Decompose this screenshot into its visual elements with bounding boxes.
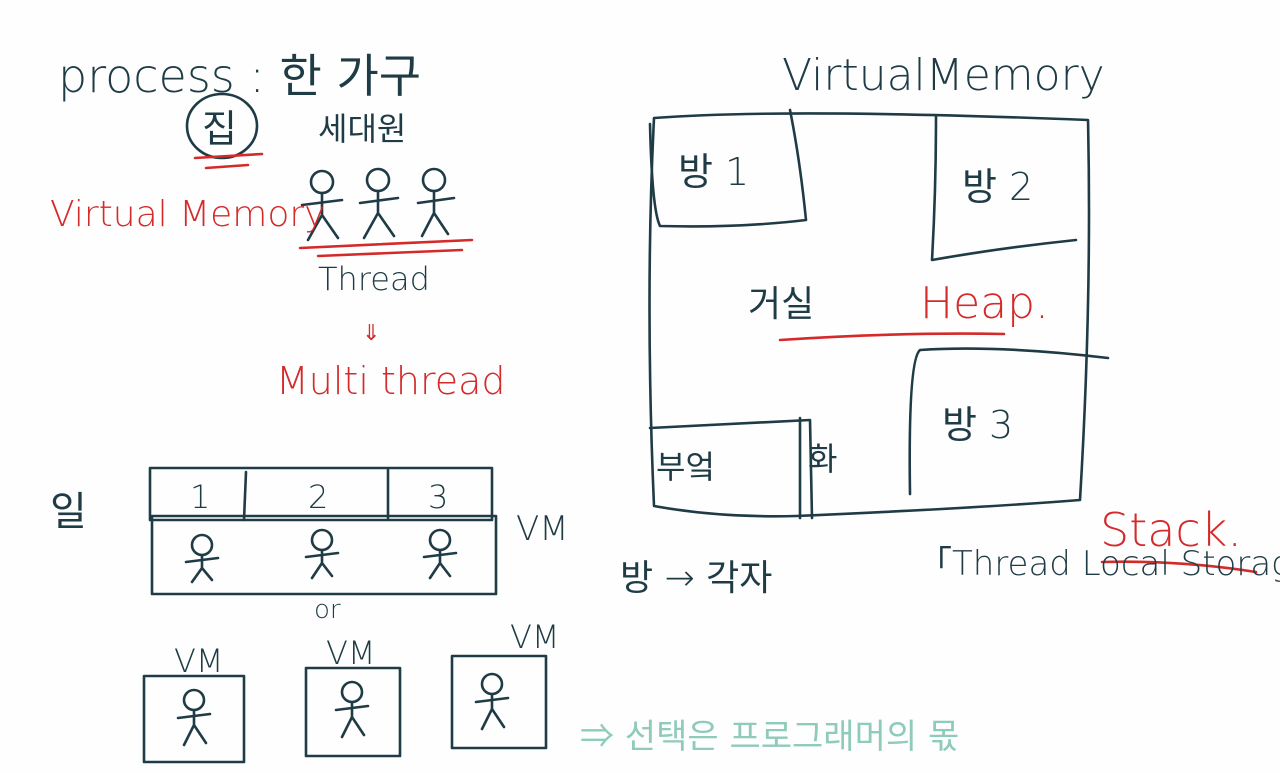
thread-underline [298, 238, 474, 258]
shared-vm-box [150, 514, 498, 596]
kitchen-label: 부엌 [656, 448, 715, 486]
task-row [148, 466, 494, 522]
conclusion-label: ⇒ 선택은 프로그래머의 몫 [580, 717, 959, 757]
vm-label-1: VM [174, 642, 224, 680]
room3-label: 방 3 [942, 403, 1013, 447]
heap-label: Heap. [920, 278, 1049, 329]
room1-label: 방 1 [678, 150, 749, 194]
tls-label: 「Thread Local Storage」 [918, 544, 1280, 584]
task-dividers [242, 468, 390, 522]
toilet-label: 화 [808, 440, 837, 478]
arrow-down-mark: ⇓ [362, 321, 380, 346]
house-underline [193, 152, 264, 170]
virtual-memory-left-label: Virtual Memory [50, 194, 325, 235]
stack-underline [1100, 560, 1258, 574]
task-cell-2: 2 [308, 478, 328, 516]
heap-underline [778, 332, 1006, 342]
room2-label: 방 2 [962, 165, 1033, 209]
separate-vm-boxes [142, 654, 548, 764]
room-arrow-label: 방 → 각자 [620, 558, 772, 599]
family-figures [300, 167, 456, 242]
shared-vm-figures [184, 528, 458, 584]
shared-vm-label: VM [516, 509, 569, 549]
vm-label-3: VM [510, 618, 560, 656]
family-label: 세대원 [318, 110, 406, 148]
floor-plan [648, 108, 1110, 520]
task-cell-1: 1 [190, 478, 210, 516]
virtual-memory-title: VirtualMemory [782, 50, 1105, 101]
separate-vm-figures [176, 672, 510, 747]
thread-label: Thread [318, 260, 430, 298]
process-label: process : 한 가구 [58, 49, 421, 103]
work-label: 일 [50, 489, 87, 535]
or-label: or [314, 595, 341, 625]
vm-label-2: VM [326, 634, 376, 672]
task-cell-3: 3 [428, 478, 448, 516]
multi-thread-label: Multi thread [276, 359, 506, 403]
living-room-label: 거실 [748, 284, 814, 325]
house-circle [185, 92, 259, 160]
stack-label: Stack. [1100, 503, 1242, 557]
house-label: 집 [202, 107, 237, 151]
